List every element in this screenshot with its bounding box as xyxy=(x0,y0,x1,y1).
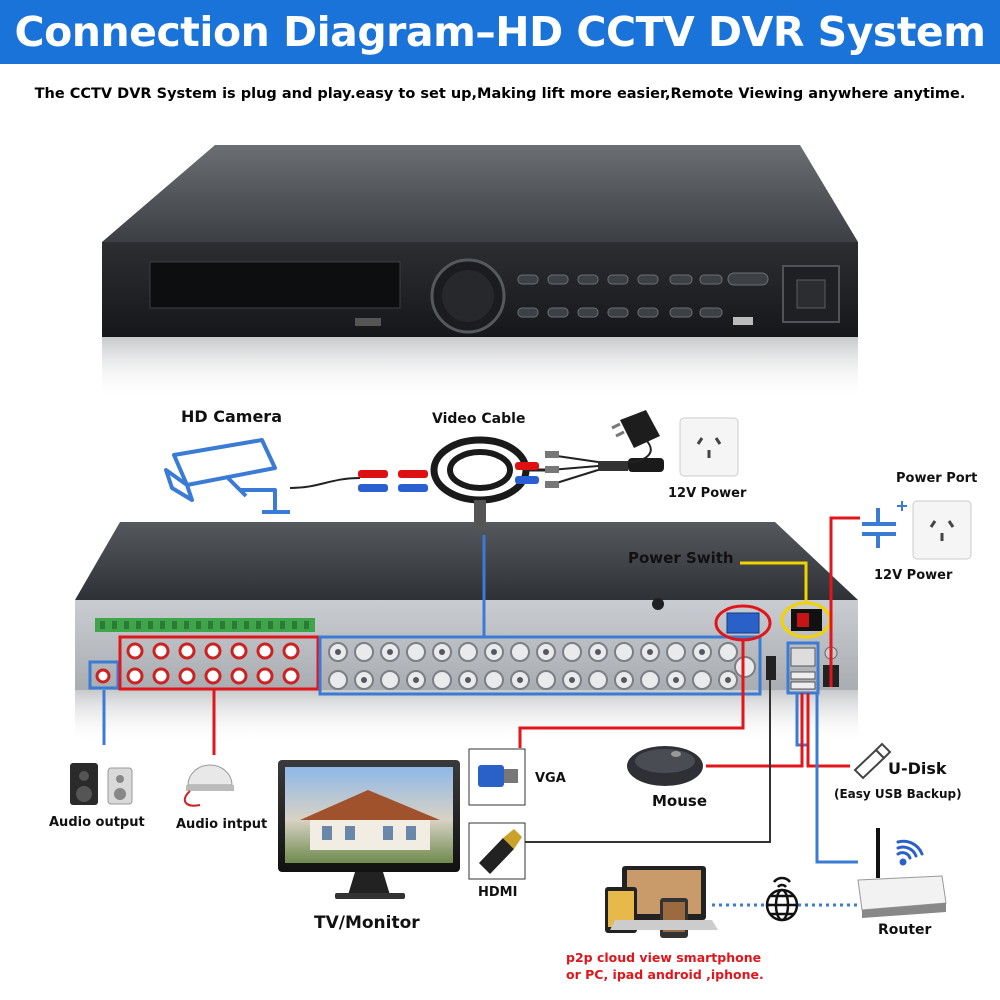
mobile-devices-icon xyxy=(605,866,718,938)
dvr-back-view xyxy=(75,522,858,745)
audio-input-frame xyxy=(118,635,320,691)
usb-stick-icon xyxy=(853,742,892,780)
audio-rca-jacks xyxy=(126,642,300,685)
power-12v-right-label: 12V Power xyxy=(874,568,953,583)
dvr-front-view xyxy=(102,145,858,400)
mouse-label: Mouse xyxy=(652,792,708,810)
video-cable-label: Video Cable xyxy=(432,411,526,427)
hd-camera-label: HD Camera xyxy=(181,407,282,426)
video-cable-icon xyxy=(289,436,664,530)
mouse-icon xyxy=(627,746,703,786)
power-12v-top-label: 12V Power xyxy=(668,486,747,501)
speakers-icon xyxy=(70,763,133,805)
router-label: Router xyxy=(878,922,932,938)
p2p-caption: p2p cloud view smartphone or PC, ipad an… xyxy=(566,949,764,983)
hd-camera-icon xyxy=(164,438,290,514)
microphone-icon xyxy=(183,764,234,807)
udisk-note-label: (Easy USB Backup) xyxy=(834,787,962,801)
p2p-caption-line-2: or PC, ipad android ,iphone. xyxy=(566,967,764,982)
hdmi-connector-icon xyxy=(468,822,526,880)
power-port-label: Power Port xyxy=(896,471,978,486)
diagram-title: Connection Diagram–HD CCTV DVR System xyxy=(0,0,1000,64)
globe-icon xyxy=(765,876,799,922)
alarm-terminal-pins xyxy=(100,621,309,629)
tv-monitor-icon xyxy=(278,760,460,899)
udisk-label: U-Disk xyxy=(888,759,947,778)
wall-outlet-icon xyxy=(679,417,739,477)
dc-power-symbol-icon xyxy=(862,501,907,548)
router-icon xyxy=(857,828,947,918)
p2p-caption-line-1: p2p cloud view smartphone xyxy=(566,950,762,965)
hdmi-label: HDMI xyxy=(478,885,518,900)
dvr-front-buttons xyxy=(517,272,769,318)
vga-label: VGA xyxy=(535,771,566,786)
audio-output-label: Audio output xyxy=(49,815,145,830)
vga-connector-icon xyxy=(468,748,526,806)
audio-input-label: Audio intput xyxy=(176,817,268,832)
diagram-subtitle: The CCTV DVR System is plug and play.eas… xyxy=(34,86,966,102)
audio-output-frame xyxy=(88,660,120,690)
connection-lines xyxy=(102,516,860,907)
video-input-frame xyxy=(318,635,762,696)
tv-monitor-label: TV/Monitor xyxy=(314,913,420,933)
wall-outlet-right-icon xyxy=(912,500,972,560)
power-switch-label: Power Swith xyxy=(628,549,734,567)
wifi-icon xyxy=(896,839,924,866)
power-adapter-icon xyxy=(611,410,660,463)
